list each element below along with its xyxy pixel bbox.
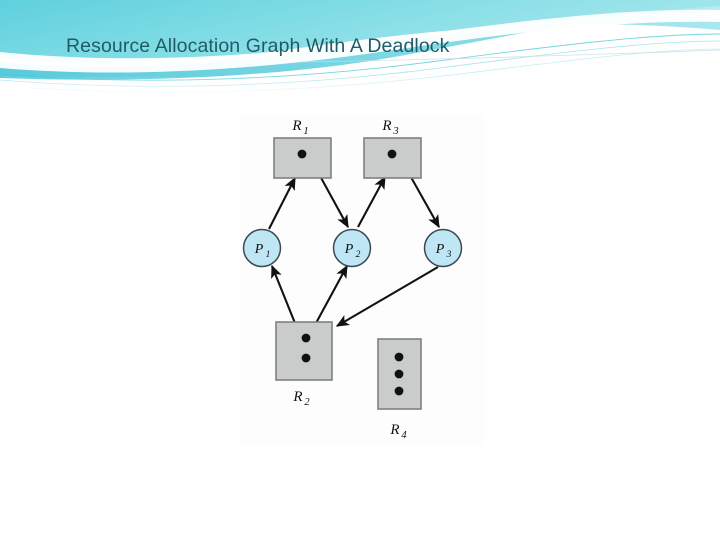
resource-r4-subscript: 4 <box>401 430 407 441</box>
process-node-p1[interactable]: P 1 <box>242 228 282 268</box>
header-wave-decoration <box>0 0 720 96</box>
resource-r2-box[interactable] <box>275 321 333 381</box>
resource-r1-instance-dot <box>297 149 307 159</box>
resource-r3-instance-dot <box>387 149 397 159</box>
graph-edges <box>268 153 440 354</box>
edge-p3-to-r2 <box>335 266 439 327</box>
resource-r2-instance-dot-2 <box>301 353 311 363</box>
resource-r2-instance-dot-1 <box>301 333 311 343</box>
process-p1-circle[interactable] <box>242 228 282 268</box>
resource-r4-instance-dot-2 <box>394 369 404 379</box>
resource-r3-subscript: 3 <box>392 126 398 137</box>
process-p3-label: P <box>435 242 445 257</box>
edge-p1-to-r1 <box>268 176 296 230</box>
process-p3-subscript: 3 <box>446 250 452 260</box>
resource-node-r4[interactable]: R 4 <box>377 338 422 441</box>
wave-fade <box>0 76 720 96</box>
process-p2-subscript: 2 <box>356 250 361 260</box>
resource-r3-label: R <box>381 118 391 134</box>
resource-node-r1[interactable]: R 1 <box>273 118 332 179</box>
resource-r1-subscript: 1 <box>303 126 308 137</box>
resource-r4-label: R <box>389 422 399 438</box>
resource-r4-instance-dot-1 <box>394 352 404 362</box>
wave-teal-main <box>0 0 720 64</box>
process-node-p3[interactable]: P 3 <box>423 228 463 268</box>
process-p3-circle[interactable] <box>423 228 463 268</box>
process-p2-circle[interactable] <box>332 228 372 268</box>
wave-title-underline <box>299 49 720 63</box>
resource-r2-label: R <box>292 389 302 405</box>
process-p2-label: P <box>344 242 354 257</box>
resource-r2-subscript: 2 <box>304 397 310 408</box>
page-title: Resource Allocation Graph With A Deadloc… <box>66 35 450 57</box>
process-p1-subscript: 1 <box>266 250 271 260</box>
process-p1-label: P <box>254 242 264 257</box>
resource-r1-label: R <box>291 118 301 134</box>
resource-r4-instance-dot-3 <box>394 386 404 396</box>
process-node-p2[interactable]: P 2 <box>332 228 372 268</box>
edge-p2-to-r3 <box>357 175 386 228</box>
resource-allocation-graph-figure: R 1 R 3 P 1 P 2 <box>240 114 485 446</box>
resource-node-r3[interactable]: R 3 <box>363 118 422 179</box>
wave-white-ribbon <box>0 9 720 73</box>
resource-node-r2[interactable]: R 2 <box>275 321 333 408</box>
